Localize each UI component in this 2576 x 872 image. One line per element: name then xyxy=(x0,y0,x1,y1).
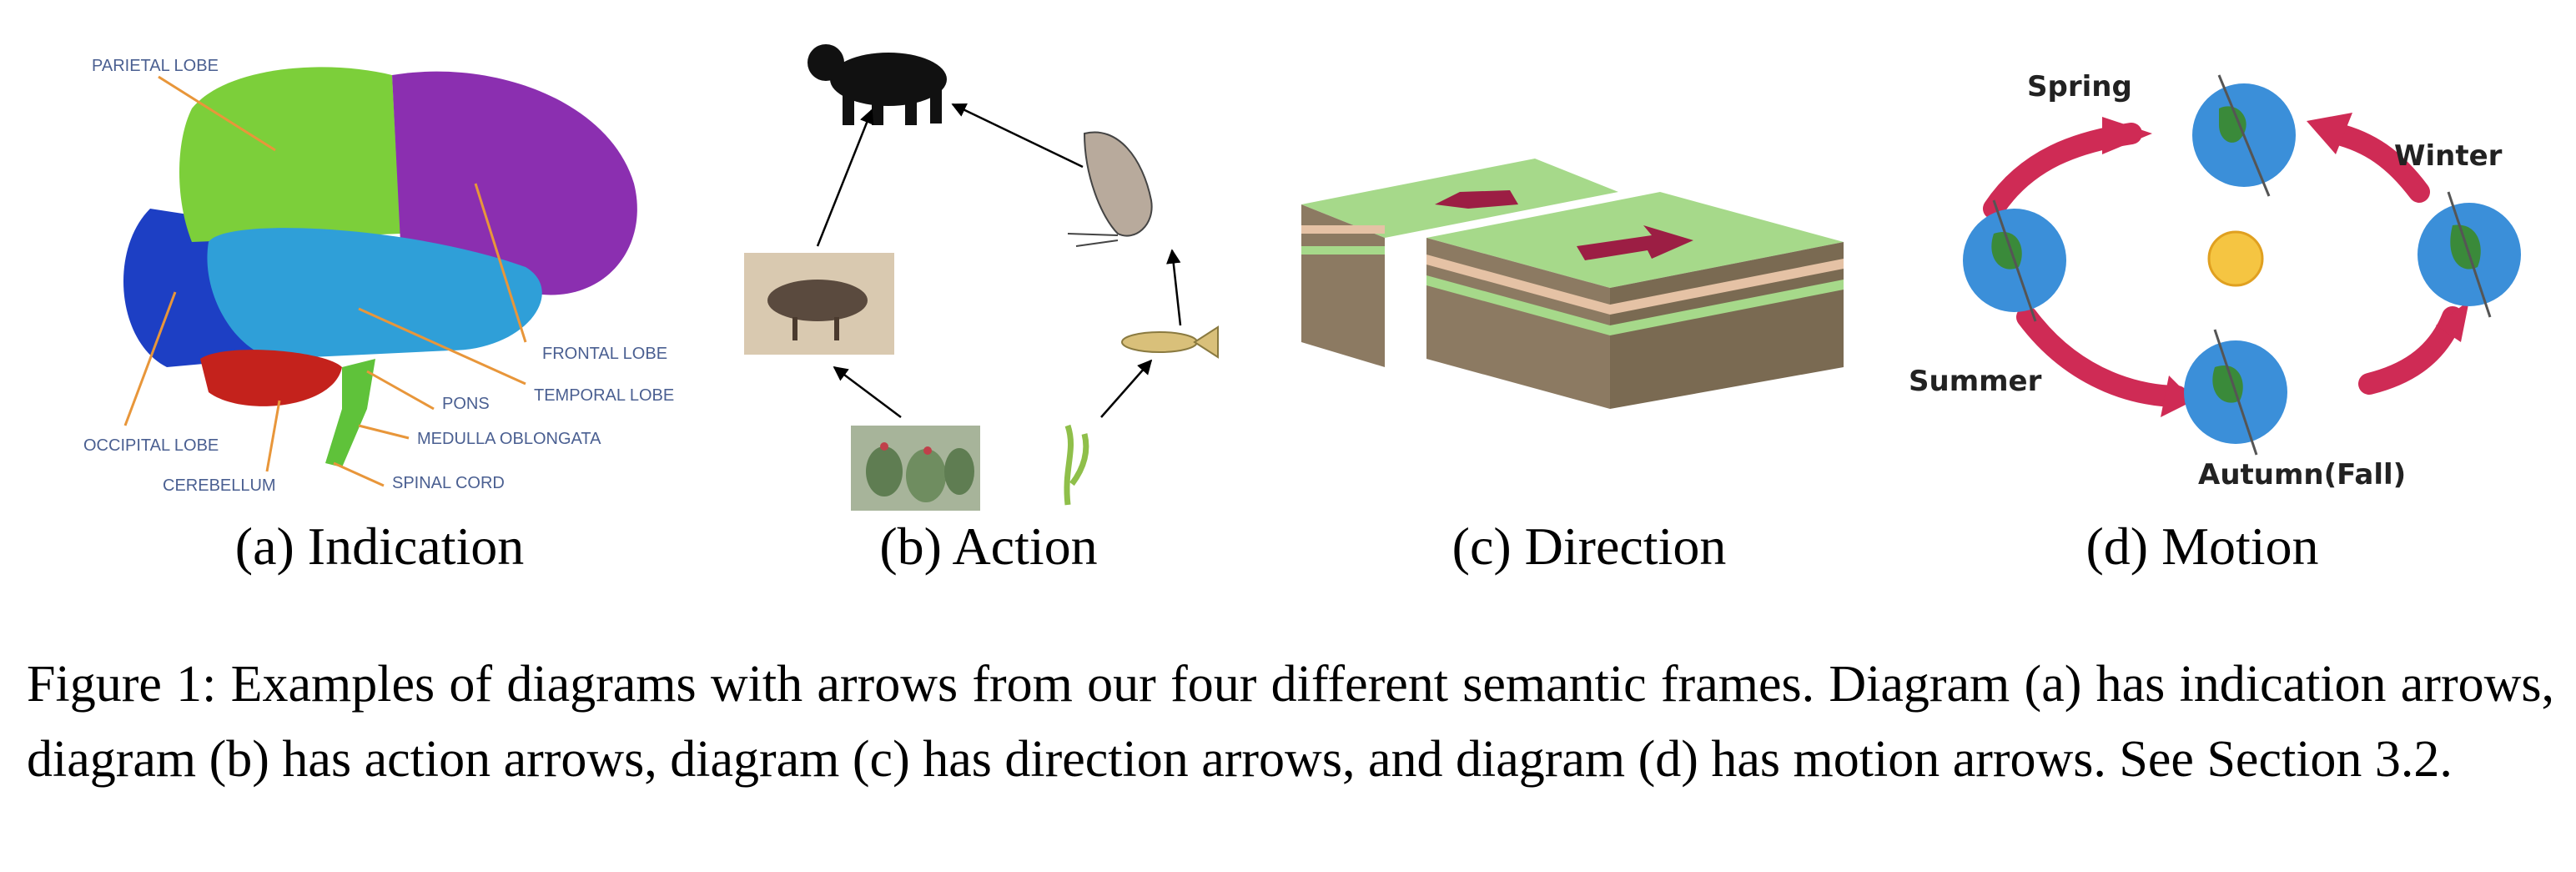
label-occipital-lobe: OCCIPITAL LOBE xyxy=(83,436,219,455)
cactus-photo xyxy=(851,426,980,511)
label-pons: PONS xyxy=(442,395,490,413)
left-layer-2 xyxy=(1301,246,1385,255)
orbit-diagram: Spring Winter Summer Autumn(Fall) xyxy=(1909,70,2521,491)
fault-block-diagram xyxy=(1301,159,1844,409)
label-cerebellum: CEREBELLUM xyxy=(163,476,276,495)
temporal-lobe xyxy=(207,228,542,359)
label-spring: Spring xyxy=(2027,70,2132,103)
right-block-front xyxy=(1426,238,1610,409)
figure-caption: Figure 1: Examples of diagrams with arro… xyxy=(27,656,2554,788)
label-medulla-oblongata: MEDULLA OBLONGATA xyxy=(417,430,601,448)
direction-arrow-right xyxy=(1577,225,1693,260)
left-block-front xyxy=(1301,204,1385,367)
label-frontal-lobe: FRONTAL LOBE xyxy=(542,345,667,363)
bear-icon xyxy=(808,44,947,125)
right-layer-2 xyxy=(1426,275,1844,335)
direction-arrow-left xyxy=(1435,190,1518,209)
cerebellum xyxy=(200,350,342,406)
brainstem xyxy=(325,359,375,467)
right-block-side xyxy=(1610,242,1844,409)
label-summer: Summer xyxy=(1909,365,2042,398)
earth-summer-icon xyxy=(1963,199,2066,322)
minnow-icon xyxy=(1121,325,1219,359)
seaweed-icon xyxy=(1064,424,1089,506)
parietal-lobe xyxy=(179,67,400,242)
earth-autumn-icon xyxy=(2184,329,2287,456)
label-parietal-lobe: PARIETAL LOBE xyxy=(92,57,219,75)
subcaption-c: (c) Direction xyxy=(1452,517,1727,576)
panel-indication: PARIETAL LOBE FRONTAL LOBE TEMPORAL LOBE… xyxy=(58,17,692,517)
subcaption-d: (d) Motion xyxy=(2085,517,2319,576)
subcaption-a: (a) Indication xyxy=(234,517,525,576)
subcaption-b: (b) Action xyxy=(879,517,1098,576)
panel-action xyxy=(734,17,1301,517)
sun-icon xyxy=(2207,230,2264,287)
panel-motion: Spring Winter Summer Autumn(Fall) xyxy=(1902,17,2553,517)
catfish-icon xyxy=(1067,131,1153,247)
earth-winter-icon xyxy=(2418,191,2521,318)
food-chain-diagram xyxy=(744,44,1219,511)
brain-diagram: PARIETAL LOBE FRONTAL LOBE TEMPORAL LOBE… xyxy=(83,57,674,495)
earth-spring-icon xyxy=(2192,74,2296,197)
frontal-lobe xyxy=(392,71,637,295)
peccary-photo xyxy=(744,253,894,355)
right-layer-1 xyxy=(1426,255,1844,315)
left-layer-1 xyxy=(1301,225,1385,234)
panel-direction xyxy=(1301,17,1852,517)
label-temporal-lobe: TEMPORAL LOBE xyxy=(534,386,674,405)
label-spinal-cord: SPINAL CORD xyxy=(392,474,505,492)
label-autumn: Autumn(Fall) xyxy=(2198,458,2406,491)
label-winter: Winter xyxy=(2394,139,2503,173)
